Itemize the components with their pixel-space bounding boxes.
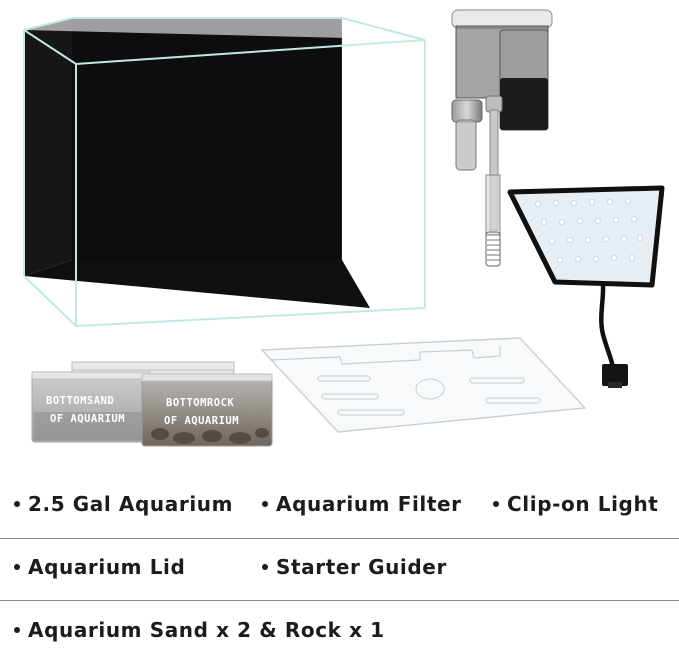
bullet-icon [14, 626, 20, 633]
list-item-label: Clip-on Light [507, 492, 659, 516]
list-item-label: Starter Guider [276, 555, 447, 579]
list-item-label: Aquarium Filter [276, 492, 462, 516]
row-divider [0, 600, 679, 601]
clip-on-light [507, 185, 665, 388]
sand-bag [31, 371, 151, 443]
rock-bag [141, 373, 273, 447]
list-item: Starter Guider [262, 555, 447, 579]
sand-bag-label-line-1: BOTTOMSAND [46, 395, 114, 407]
bullet-icon [262, 500, 268, 507]
rock-bag-label-line-1: BOTTOMROCK [166, 397, 234, 409]
list-item: Aquarium Sand x 2 & Rock x 1 [14, 618, 385, 642]
bullet-icon [493, 500, 499, 507]
aquarium-lid [260, 337, 587, 433]
contents-row-2: Aquarium Lid Starter Guider [0, 541, 679, 601]
list-item-label: 2.5 Gal Aquarium [28, 492, 234, 516]
aquarium-tank [23, 17, 426, 328]
aquarium-filter [451, 9, 553, 267]
row-divider [0, 538, 679, 539]
list-item-label: Aquarium Lid [28, 555, 186, 579]
bullet-icon [262, 563, 268, 570]
product-illustration: BOTTOMSAND OF AQUARIUM BOTTOMROCK OF AQU… [23, 9, 665, 447]
list-item-label: Aquarium Sand x 2 & Rock x 1 [28, 618, 385, 642]
list-item: 2.5 Gal Aquarium [14, 492, 233, 516]
list-item: Aquarium Lid [14, 555, 185, 579]
list-item: Clip-on Light [493, 492, 658, 516]
list-item: Aquarium Filter [262, 492, 462, 516]
bullet-icon [14, 563, 20, 570]
rock-bag-label-line-2: OF AQUARIUM [164, 415, 239, 427]
product-image-area: BOTTOMSAND OF AQUARIUM BOTTOMROCK OF AQU… [23, 9, 665, 447]
sand-bag-label-line-2: OF AQUARIUM [50, 413, 125, 425]
contents-row-1: 2.5 Gal Aquarium Aquarium Filter Clip-on… [0, 476, 679, 536]
contents-row-3: Aquarium Sand x 2 & Rock x 1 [0, 603, 679, 663]
bullet-icon [14, 500, 20, 507]
